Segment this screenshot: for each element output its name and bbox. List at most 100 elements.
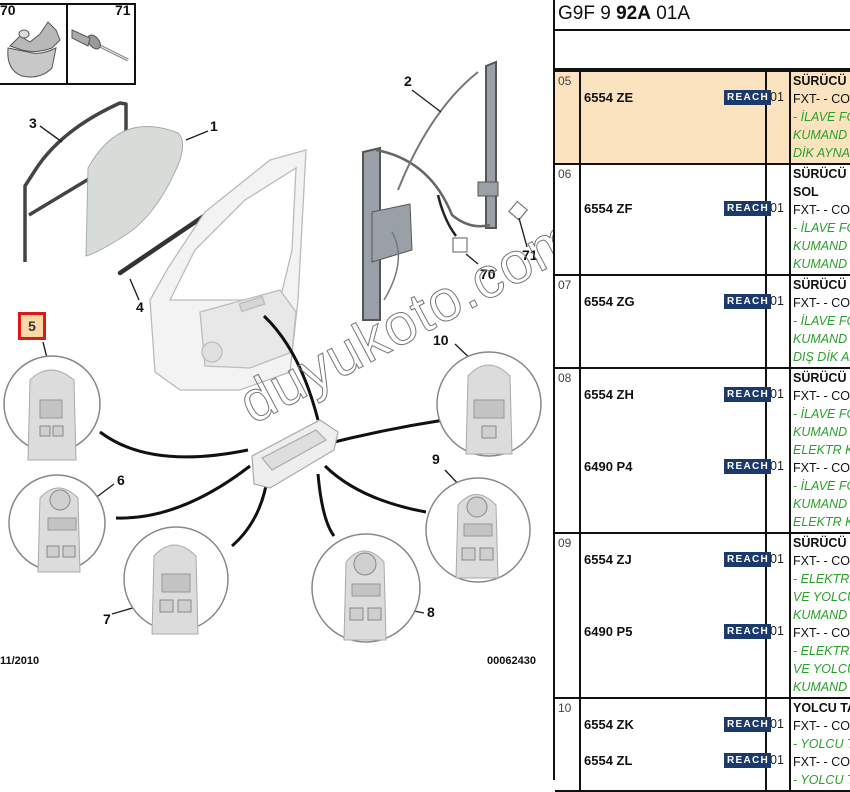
callout-8[interactable]: 8: [427, 604, 435, 620]
part-line[interactable]: 6554 ZG REACH: [581, 294, 772, 312]
quantity: 01: [770, 552, 784, 566]
inset-box-71[interactable]: [66, 3, 136, 85]
callout-3[interactable]: 3: [29, 115, 37, 131]
callout-70[interactable]: 70: [480, 266, 496, 282]
callout-6[interactable]: 6: [117, 472, 125, 488]
desc-line: KUMAND: [793, 680, 848, 694]
part-number-link[interactable]: 6554 ZH: [584, 387, 634, 402]
callout-1[interactable]: 1: [210, 118, 218, 134]
row-ref-number: 09: [555, 532, 581, 699]
diagram-drawing: [3, 21, 542, 643]
desc-line: KUMAND: [793, 425, 848, 439]
row-qty-cell: 01: [765, 274, 791, 369]
switch-detail-9[interactable]: [425, 477, 531, 583]
desc-line: ELEKTR K: [793, 515, 850, 529]
callout-10[interactable]: 10: [433, 332, 449, 348]
part-number-link[interactable]: 6554 ZK: [584, 717, 634, 732]
callout-7[interactable]: 7: [103, 611, 111, 627]
desc-line: - İLAVE FO: [793, 110, 850, 124]
part-number-link[interactable]: 6554 ZL: [584, 753, 633, 768]
row-part-cell: 6554 ZJ REACH 6490 P5 REACH: [579, 532, 772, 699]
callout-4[interactable]: 4: [136, 299, 144, 315]
reach-badge[interactable]: REACH: [724, 459, 772, 474]
desc-line: VE YOLCU: [793, 590, 850, 604]
parts-diagram: 70 71: [0, 2, 589, 667]
row-part-cell: 6554 ZG REACH: [579, 274, 772, 369]
part-number-link[interactable]: 6490 P5: [584, 624, 633, 639]
callout-71[interactable]: 71: [522, 247, 538, 263]
desc-line: - ELEKTRİ: [793, 644, 850, 658]
part-line[interactable]: 6554 ZJ REACH: [581, 552, 772, 570]
inset-label-71: 71: [115, 2, 131, 18]
reach-badge[interactable]: REACH: [724, 753, 772, 768]
desc-line: DIŞ DİK A: [793, 350, 850, 364]
switch-detail-7[interactable]: [123, 526, 229, 635]
rivet-part-icon[interactable]: [71, 29, 129, 62]
quantity: 01: [770, 753, 784, 767]
switch-detail-10[interactable]: [436, 351, 542, 457]
switch-detail-5[interactable]: [3, 355, 101, 461]
part-line[interactable]: 6554 ZK REACH: [581, 717, 772, 735]
desc-line: SÜRÜCÜ T: [793, 278, 850, 292]
part-number-link[interactable]: 6554 ZF: [584, 201, 633, 216]
part-line[interactable]: 6554 ZE REACH: [581, 90, 772, 108]
desc-line: KUMAND: [793, 497, 848, 511]
row-part-cell: 6554 ZE REACH: [579, 70, 772, 165]
selected-callout-5[interactable]: 5: [18, 312, 46, 340]
ref-box-71-marker[interactable]: [508, 200, 529, 221]
row-ref-number: 10: [555, 697, 581, 792]
desc-line: - İLAVE FO: [793, 479, 850, 493]
part-line[interactable]: 6490 P5 REACH: [581, 624, 772, 642]
part-number-link[interactable]: 6490 P4: [584, 459, 633, 474]
callout-2[interactable]: 2: [404, 73, 412, 89]
reach-badge[interactable]: REACH: [724, 201, 772, 216]
reach-badge[interactable]: REACH: [724, 294, 772, 309]
desc-line: FXT- - COR: [793, 92, 850, 106]
desc-line: FXT- - COR: [793, 203, 850, 217]
window-regulator-part[interactable]: [362, 60, 499, 321]
window-glass-part[interactable]: [85, 125, 184, 257]
reach-badge[interactable]: REACH: [724, 624, 772, 639]
desc-line: - İLAVE FO: [793, 221, 850, 235]
desc-line: SÜRÜCÜ T: [793, 74, 850, 88]
part-number-link[interactable]: 6554 ZG: [584, 294, 635, 309]
desc-line: FXT- - COR: [793, 389, 850, 403]
row-qty-cell: 01: [765, 70, 791, 165]
switch-detail-6[interactable]: [8, 474, 106, 573]
switch-hub-part[interactable]: [251, 419, 339, 489]
ref-box-70-marker[interactable]: [452, 237, 468, 253]
part-line[interactable]: 6490 P4 REACH: [581, 459, 772, 477]
row-ref-number: 07: [555, 274, 581, 369]
part-line[interactable]: 6554 ZL REACH: [581, 753, 772, 771]
reach-badge[interactable]: REACH: [724, 717, 772, 732]
desc-line: - İLAVE FO: [793, 407, 850, 421]
diagram-code: 00062430: [487, 655, 536, 667]
part-line[interactable]: 6554 ZH REACH: [581, 387, 772, 405]
clip-part-icon[interactable]: [7, 21, 61, 78]
part-line[interactable]: 6554 ZF REACH: [581, 201, 772, 219]
belt-strip-part[interactable]: [117, 213, 207, 276]
reach-badge[interactable]: REACH: [724, 387, 772, 402]
callout-9[interactable]: 9: [432, 451, 440, 467]
part-number-link[interactable]: 6554 ZJ: [584, 552, 632, 567]
quantity: 01: [770, 201, 784, 215]
reach-badge[interactable]: REACH: [724, 552, 772, 567]
desc-line: DİK AYNA: [793, 146, 850, 160]
switch-detail-8[interactable]: [311, 533, 421, 643]
part-number-link[interactable]: 6554 ZE: [584, 90, 634, 105]
reach-badge[interactable]: REACH: [724, 90, 772, 105]
door-panel-part[interactable]: [149, 149, 307, 391]
desc-line: FXT- - COR: [793, 755, 850, 769]
